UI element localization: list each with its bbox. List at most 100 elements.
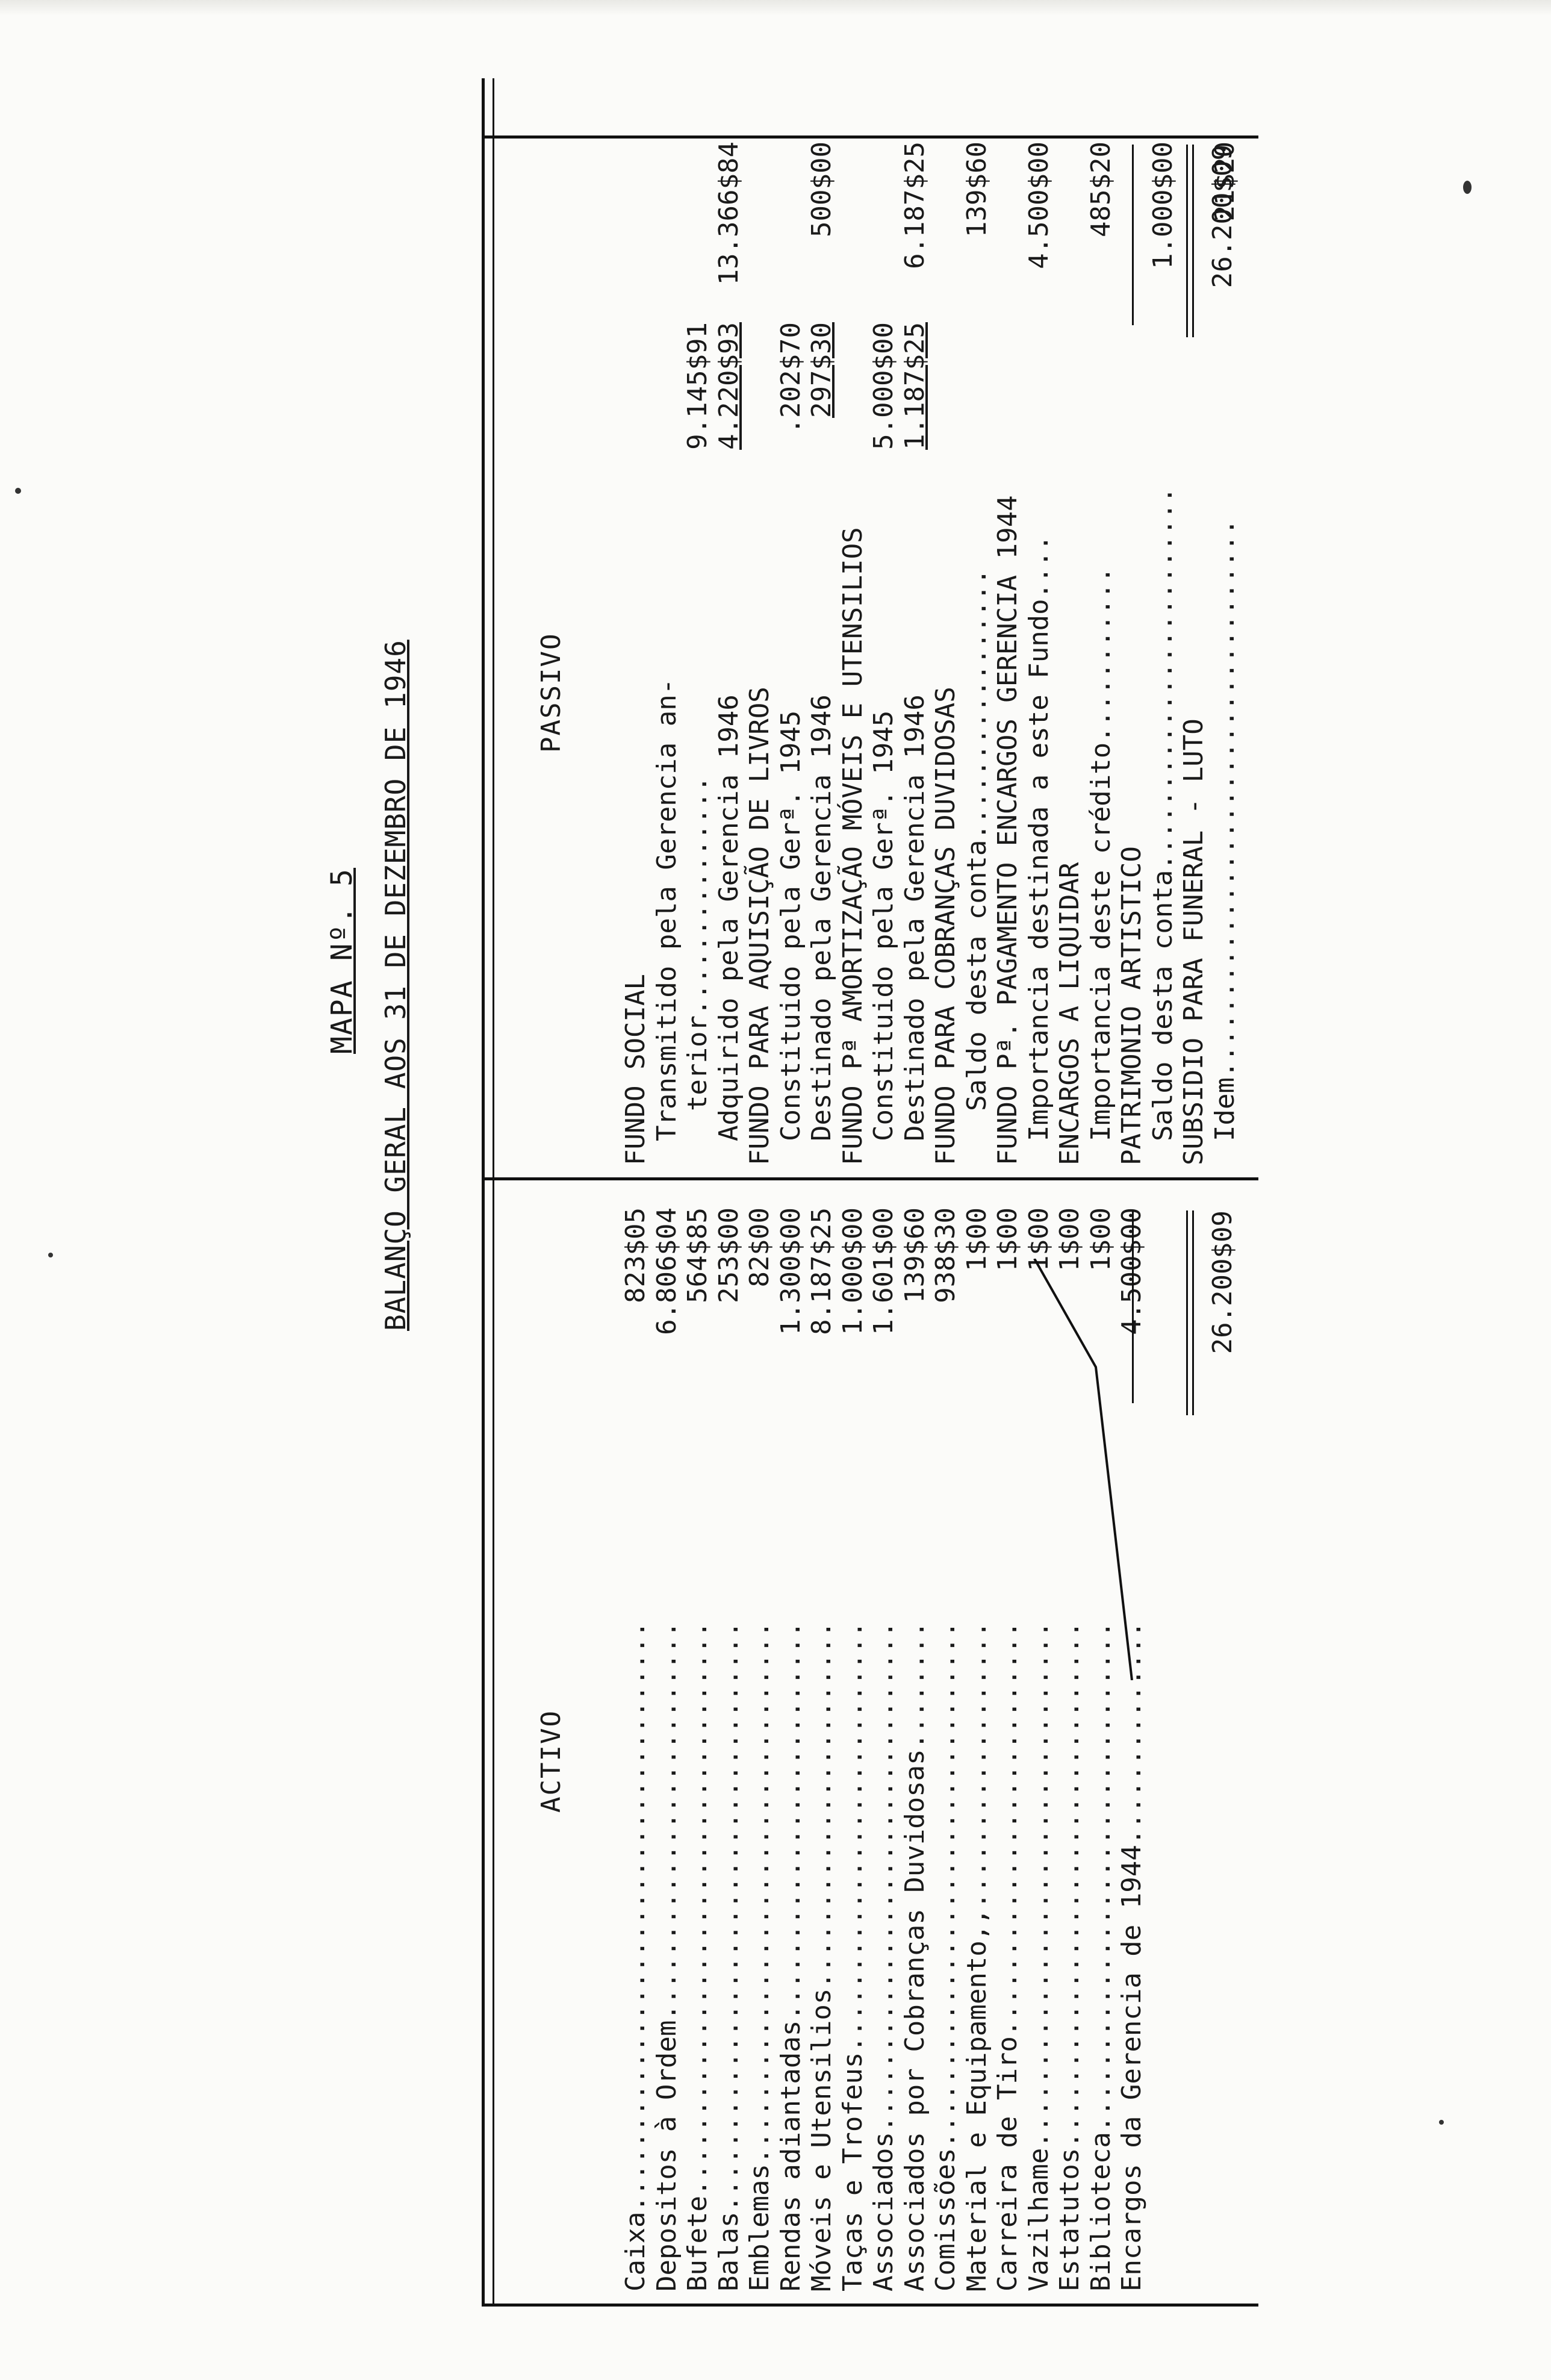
- activo-item-value: 8.187$25: [806, 1207, 837, 1335]
- passivo-item-label: Constituido pela Gerª. 1945: [775, 710, 806, 1141]
- activo-total-rule: [1186, 1210, 1188, 1415]
- passivo-total-value: 1.000$00: [1147, 142, 1178, 269]
- activo-item-label: Móveis e Utensilios.....................…: [806, 1621, 837, 2291]
- activo-row: Móveis e Utensilios.....................…: [806, 1207, 838, 2291]
- passivo-row: Adquirido pela Gerencia 1946 4.220$93 13.3…: [713, 142, 745, 1165]
- activo-row: Carreira de Tiro........................…: [992, 1207, 1024, 2291]
- passivo-total-value: 485$20: [1085, 142, 1116, 237]
- passivo-row: Transmitido pela Gerencia an-: [651, 142, 683, 1165]
- activo-item-label: Biblioteca..............................…: [1085, 1621, 1116, 2291]
- activo-item-value: 1.601$00: [868, 1207, 899, 1335]
- passivo-row: Importancia destinada a este Fundo....4.…: [1024, 142, 1055, 1165]
- activo-item-label: Taças e Trofeus.........................…: [837, 1621, 868, 2291]
- activo-item-value: 938$30: [930, 1207, 961, 1303]
- activo-item-label: Vazilhame...............................…: [1023, 1621, 1054, 2291]
- passivo-total-value: 6.187$25: [899, 142, 930, 269]
- column-divider: [482, 1177, 1258, 1180]
- activo-row: Comissões...............................…: [930, 1207, 962, 2291]
- activo-item-value: 82$00: [744, 1207, 775, 1288]
- passivo-item-label: Saldo desta conta.................: [961, 569, 992, 1111]
- passivo-row: Importancia deste crédito........... 485$…: [1086, 142, 1117, 1165]
- passivo-subvalue: 9.145$91: [682, 322, 713, 450]
- passivo-item-label: Adquirido pela Gerencia 1946: [713, 694, 744, 1141]
- speck: [15, 488, 21, 494]
- passivo-total-rule: [1186, 145, 1188, 337]
- passivo-row: Constituido pela Gerª. 1945 .202$70: [776, 142, 807, 1165]
- passivo-section-title: ENCARGOS A LIQUIDAR: [1054, 862, 1085, 1165]
- activo-item-value: 6.806$04: [651, 1207, 682, 1335]
- activo-item-label: Estatutos...............................…: [1054, 1621, 1085, 2291]
- speck: [48, 1253, 53, 1257]
- balance-sheet: MAPA Nº. 5 BALANÇO GERAL AOS 31 DE DEZEM…: [301, 78, 1264, 2307]
- passivo-row: Saldo desta conta................. 139$60: [962, 142, 993, 1165]
- activo-item-label: Bufete..................................…: [682, 1621, 713, 2291]
- passivo-row: FUNDO SOCIAL: [620, 142, 651, 1165]
- activo-row: Balas...................................…: [713, 1207, 745, 2291]
- activo-item-label: Comissões...............................…: [930, 1621, 961, 2291]
- passivo-row: FUNDO Pª AMORTIZAÇÃO MÓVEIS E UTENSILIOS: [838, 142, 869, 1165]
- activo-row: Caixa...................................…: [620, 1207, 651, 2291]
- activo-item-value: 1$00: [992, 1207, 1023, 1271]
- activo-item-label: Carreira de Tiro........................…: [992, 1621, 1023, 2291]
- activo-row: Taças e Trofeus.........................…: [838, 1207, 869, 2291]
- activo-item-value: 139$60: [899, 1207, 930, 1303]
- passivo-row: FUNDO Pª. PAGAMENTO ENCARGOS GERENCIA 19…: [992, 142, 1024, 1165]
- activo-item-value: 564$85: [682, 1207, 713, 1303]
- passivo-section-title: PATRIMONIO ARTISTICO: [1116, 846, 1147, 1165]
- passivo-total-value: 500$00: [806, 142, 837, 237]
- passivo-section-title: FUNDO Pª AMORTIZAÇÃO MÓVEIS E UTENSILIOS: [837, 527, 868, 1165]
- passivo-subvalue: 4.220$93: [713, 322, 744, 450]
- activo-item-value: 1.000$00: [837, 1207, 868, 1335]
- passivo-heading: PASSIVO: [536, 632, 567, 753]
- passivo-item-label: Saldo desta conta.......................…: [1147, 487, 1178, 1141]
- passivo-total: 26.200$09: [1207, 145, 1238, 288]
- activo-item-label: Rendas adiantadas.......................…: [775, 1621, 806, 2291]
- passivo-item-label: Destinado pela Gerencia 1946: [806, 694, 837, 1141]
- passivo-subvalue: 5.000$00: [868, 322, 899, 450]
- activo-item-label: Material e Equipamento,,................…: [961, 1621, 992, 2291]
- activo-row: Rendas adiantadas.......................…: [776, 1207, 807, 2291]
- frame-top-inner: [493, 78, 494, 2307]
- speck: [1439, 2120, 1444, 2125]
- passivo-subvalue: 297$30: [806, 322, 837, 418]
- passivo-subvalue: .202$70: [775, 322, 806, 434]
- activo-item-label: Encargos da Gerencia de 1944............…: [1116, 1621, 1147, 2291]
- passivo-item-label: Importancia deste crédito...........: [1085, 567, 1116, 1141]
- passivo-row: Saldo desta conta.......................…: [1148, 142, 1179, 1165]
- activo-row: Bufete..................................…: [682, 1207, 713, 2291]
- activo-row: Associados..............................…: [868, 1207, 900, 2291]
- activo-item-value: 823$05: [620, 1207, 651, 1303]
- passivo-total-value: 4.500$00: [1023, 142, 1054, 269]
- map-number: MAPA Nº. 5: [325, 868, 359, 1054]
- cancel-stroke: [1033, 1259, 1133, 1680]
- passivo-row: FUNDO PARA COBRANÇAS DUVIDOSAS: [930, 142, 962, 1165]
- activo-item-label: Associados por Cobranças Duvidosas......…: [899, 1621, 930, 2291]
- passivo-section-title: FUNDO SOCIAL: [620, 974, 651, 1165]
- passivo-section-title: FUNDO Pª. PAGAMENTO ENCARGOS GERENCIA 19…: [992, 495, 1023, 1165]
- activo-item-label: Emblemas................................…: [744, 1621, 775, 2291]
- activo-item-value: 1$00: [961, 1207, 992, 1271]
- passivo-total-rule: [1132, 145, 1134, 325]
- frame-left: [482, 2304, 1258, 2307]
- activo-total-rule: [1132, 1210, 1134, 1403]
- activo-total-rule: [1192, 1210, 1194, 1415]
- passivo-item-label: Destinado pela Gerencia 1946: [899, 694, 930, 1141]
- activo-item-label: Associados..............................…: [868, 1621, 899, 2291]
- passivo-item-label: Idem...................................: [1209, 519, 1240, 1141]
- passivo-section-title: SUBSIDIO PARA FUNERAL - LUTO: [1178, 718, 1209, 1165]
- passivo-section-title: FUNDO PARA COBRANÇAS DUVIDOSAS: [930, 687, 961, 1165]
- passivo-total-value: 13.366$84: [713, 142, 744, 285]
- passivo-item-label: terior...............: [682, 776, 713, 1111]
- activo-item-label: Depositos à Ordem.......................…: [651, 1621, 682, 2291]
- passivo-row: terior............... 9.145$91: [682, 142, 713, 1165]
- passivo-total-rule: [1192, 145, 1194, 337]
- activo-item-label: Caixa...................................…: [620, 1621, 651, 2291]
- passivo-total-value: 139$60: [961, 142, 992, 237]
- passivo-row: Destinado pela Gerencia 1946 297$30 500$00: [806, 142, 838, 1165]
- activo-item-label: Balas...................................…: [713, 1621, 744, 2291]
- activo-row: Emblemas................................…: [744, 1207, 776, 2291]
- activo-row: Depositos à Ordem.......................…: [651, 1207, 683, 2291]
- activo-item-value: 1.300$00: [775, 1207, 806, 1335]
